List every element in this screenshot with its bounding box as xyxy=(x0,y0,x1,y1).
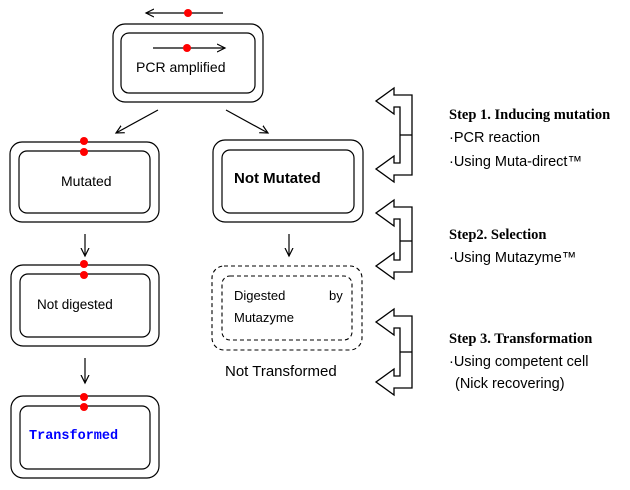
mutation-dot xyxy=(80,260,88,268)
mutation-dot xyxy=(80,148,88,156)
step2-title: Step2. Selection xyxy=(449,227,547,243)
mutation-dot xyxy=(80,271,88,279)
step3-item: ·Using competent cell xyxy=(449,354,589,370)
not-mutated-box xyxy=(212,139,364,223)
mutated-label: Mutated xyxy=(61,173,112,189)
mutation-dot xyxy=(184,9,192,17)
top-strand-arrow xyxy=(146,9,223,17)
step1-title: Step 1. Inducing mutation xyxy=(449,107,611,123)
not-digested-label: Not digested xyxy=(37,297,113,312)
digested-box xyxy=(211,265,363,351)
step3-bracket-arrow xyxy=(374,307,413,397)
pcr-amplified-label: PCR amplified xyxy=(136,59,226,75)
mutazyme-label: Mutazyme xyxy=(234,310,294,325)
digested-label: Digested xyxy=(234,288,286,303)
mutation-dot xyxy=(183,44,191,52)
arrow-to-not-mutated xyxy=(225,109,268,133)
step2-bracket-arrow xyxy=(374,198,413,281)
pcr-amplified-box xyxy=(112,23,264,103)
mutation-dot xyxy=(80,137,88,145)
digested-by-label: by xyxy=(329,288,343,303)
mutated-box xyxy=(9,137,160,223)
not-mutated-label: Not Mutated xyxy=(234,170,321,187)
transformed-box xyxy=(10,393,160,479)
step1-item: ·PCR reaction xyxy=(449,130,541,146)
arrow-to-mutated xyxy=(116,109,159,133)
mutation-dot xyxy=(80,393,88,401)
not-digested-box xyxy=(10,260,160,347)
step3-item: (Nick recovering) xyxy=(455,376,565,392)
mutation-dot xyxy=(80,403,88,411)
step3-title: Step 3. Transformation xyxy=(449,331,593,347)
step2-item: ·Using Mutazyme™ xyxy=(449,250,577,266)
transformed-label: Transformed xyxy=(29,429,119,444)
step1-item: ·Using Muta-direct™ xyxy=(449,154,582,170)
not-transformed-label: Not Transformed xyxy=(225,363,337,380)
step1-bracket-arrow xyxy=(374,86,413,184)
